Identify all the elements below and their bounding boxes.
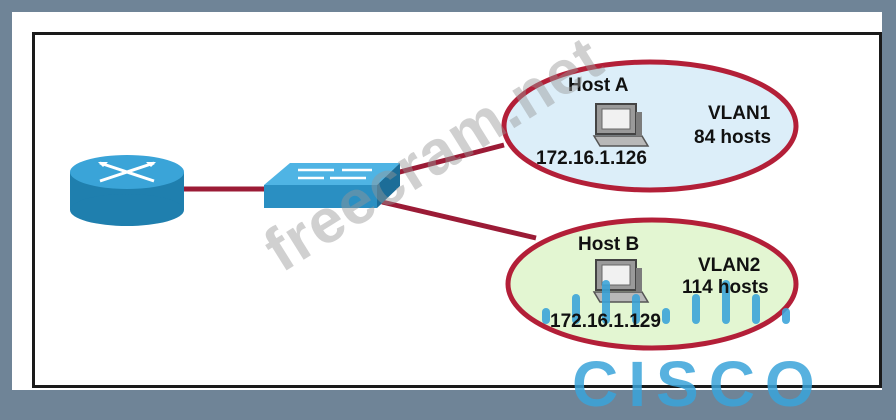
router-icon	[70, 155, 184, 226]
vlan1-label: VLAN1	[708, 103, 771, 124]
diagram-frame: Host A 172.16.1.126 VLAN1 84 hosts Host …	[12, 12, 882, 416]
host-a-pc-icon	[592, 103, 650, 147]
cisco-logo-icon	[542, 280, 790, 324]
vlan1-hosts: 84 hosts	[694, 127, 772, 148]
host-b-label: Host B	[578, 234, 640, 255]
vlan2-label: VLAN2	[698, 255, 761, 276]
vlan1-ellipse	[501, 59, 799, 193]
network-diagram	[70, 59, 799, 351]
host-a-ip: 172.16.1.126	[536, 148, 647, 169]
host-b-ip: 172.16.1.129	[550, 311, 661, 332]
link-switch-vlan2	[381, 199, 537, 241]
link-switch-vlan1	[391, 142, 505, 177]
vlan2-hosts: 114 hosts	[682, 277, 769, 298]
cisco-logo-text: CISCO	[572, 348, 825, 420]
host-a-label: Host A	[568, 75, 629, 96]
switch-icon	[264, 163, 400, 208]
